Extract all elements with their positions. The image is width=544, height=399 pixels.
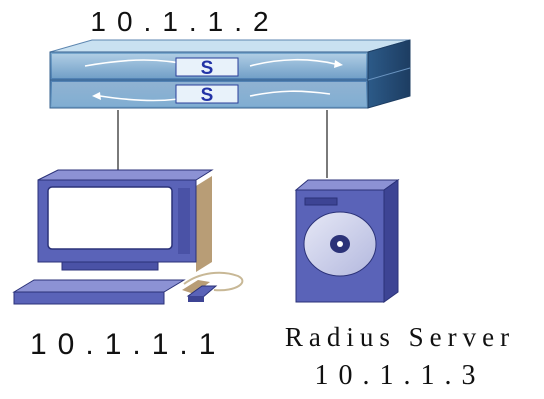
server-ip-label: 10.1.1.3	[314, 360, 486, 391]
svg-text:S: S	[201, 58, 214, 79]
layer-3-switch-icon: S S	[49, 39, 411, 109]
server-name-label: Radius Server	[284, 322, 516, 352]
radius-server-icon	[294, 179, 400, 303]
host-ip-label: 10.1.1.1	[30, 328, 227, 361]
switch-ip-label: 10.1.1.2	[90, 6, 280, 37]
svg-text:S: S	[201, 85, 214, 106]
desktop-computer-icon	[12, 169, 244, 305]
